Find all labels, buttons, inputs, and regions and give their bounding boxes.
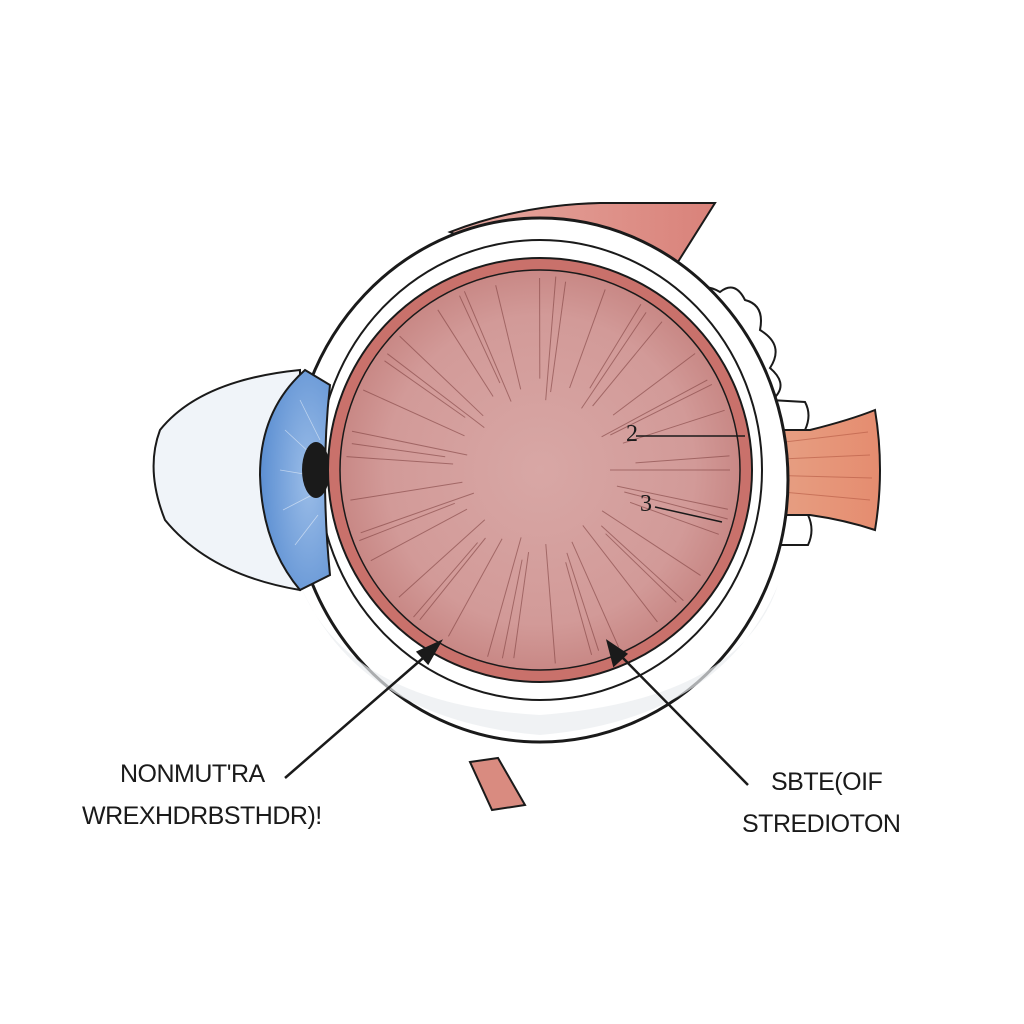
retinal-striation (545, 276, 557, 401)
retinal-striation (612, 353, 696, 416)
retinal-striation (569, 289, 606, 389)
retinal-striation (635, 455, 730, 464)
retinal-striation (550, 281, 567, 393)
retinal-striation (566, 552, 600, 651)
retinal-striation (362, 389, 465, 437)
retinal-striation (629, 501, 719, 535)
arrow-left (284, 639, 444, 779)
retinal-striation (565, 562, 593, 656)
retinal-striation (601, 379, 708, 438)
retinal-striation (399, 335, 484, 417)
right-label-line-1: SBTE(OIF (771, 768, 883, 796)
arrow-right (605, 639, 749, 786)
retinal-striation (571, 541, 620, 648)
retinal-striation (351, 443, 446, 458)
right-label-line-2: STREDIOTON (742, 810, 901, 838)
retinal-striation (346, 456, 454, 465)
cornea (152, 368, 301, 592)
left-label-line-2: WREXHDRBSTHDR)! (82, 802, 322, 830)
retinal-striation (495, 285, 522, 390)
retinal-striation (605, 533, 677, 603)
retinal-striation (359, 502, 455, 542)
retinal-striation (386, 353, 485, 428)
retinal-striation (501, 559, 523, 659)
retinal-striation (447, 538, 503, 637)
left-label-line-1: NONMUT'RA (120, 760, 265, 788)
retinal-striation (398, 519, 486, 598)
pupil (302, 442, 330, 498)
retinal-striation (419, 537, 486, 621)
retinal-striation (600, 525, 684, 601)
retinal-striation (384, 360, 466, 418)
retinal-striation (582, 525, 658, 623)
retinal-striation (581, 312, 647, 409)
retinal-striation (624, 491, 728, 520)
marker-2-label: 2 (626, 421, 638, 447)
retinal-striation (351, 430, 468, 456)
retinal-striation (616, 485, 729, 510)
retinal-striation (463, 291, 512, 402)
retinal-striation (622, 409, 725, 444)
retinal-striation (545, 544, 556, 664)
leader-marker-3 (654, 506, 723, 523)
retinal-striation (487, 537, 522, 657)
retina (339, 269, 741, 671)
retinal-striation (589, 304, 642, 389)
retinal-striation (601, 510, 701, 576)
retinal-striation (459, 295, 501, 384)
retinal-striations (346, 276, 730, 664)
retinal-striation (413, 542, 478, 618)
inferior-muscle (468, 756, 527, 812)
retinal-striation (437, 309, 494, 397)
retinal-striation (360, 492, 475, 534)
retinal-striation (350, 481, 463, 501)
retinal-striation (370, 508, 468, 562)
retinal-striation (592, 321, 663, 407)
retinal-striation (610, 383, 713, 436)
retinal-striation (513, 552, 530, 659)
marker-3-label: 3 (640, 491, 652, 517)
